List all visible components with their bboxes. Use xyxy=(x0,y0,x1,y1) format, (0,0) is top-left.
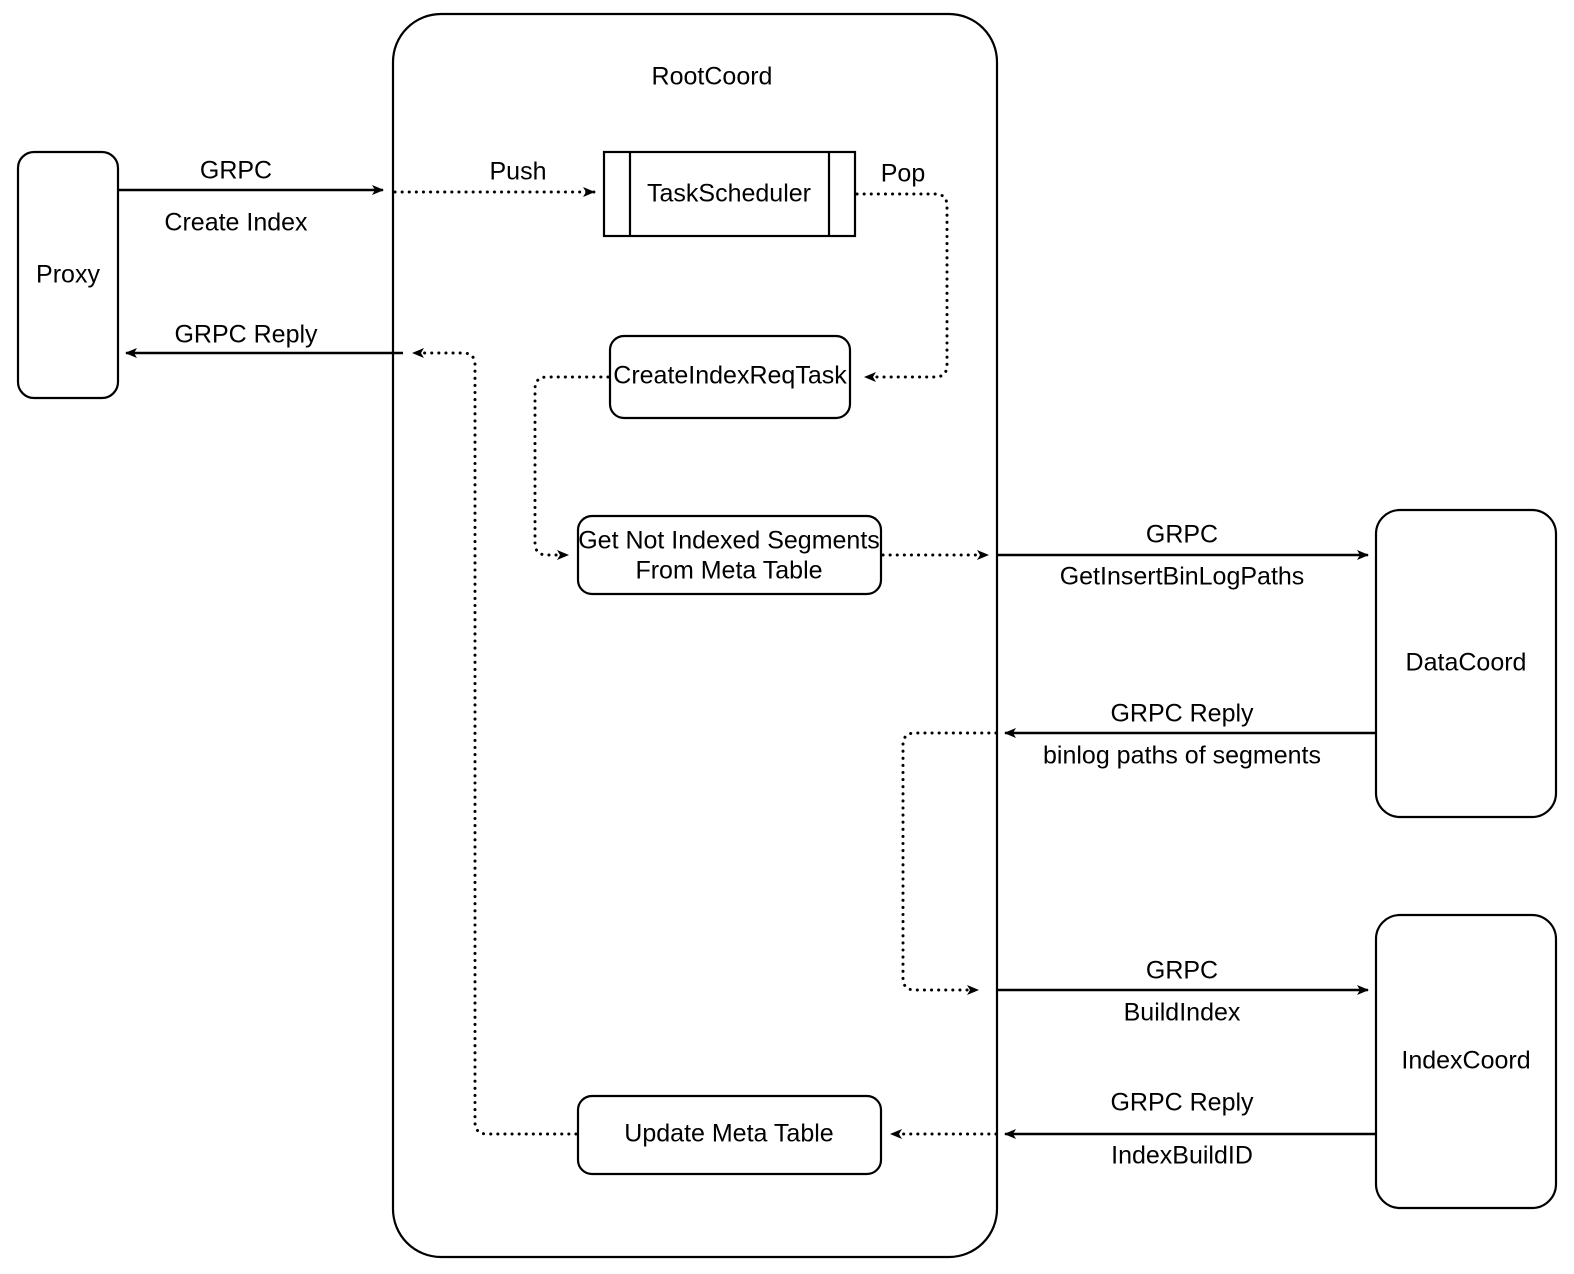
indexcoord-node[interactable]: IndexCoord xyxy=(1374,913,1558,1210)
edge-pop-path xyxy=(855,192,949,382)
task-scheduler-label: TaskScheduler xyxy=(647,180,811,208)
edge-push-to-scheduler[interactable]: Push xyxy=(393,158,596,197)
proxy-label: Proxy xyxy=(36,261,100,289)
edge-binlog-to-buildindex[interactable] xyxy=(901,731,998,995)
edge-rootcoord-to-datacoord[interactable]: GRPC GetInsertBinLogPaths xyxy=(997,521,1369,591)
create-index-req-task-node[interactable]: CreateIndexReqTask xyxy=(608,334,852,420)
update-meta-table-box xyxy=(576,1094,883,1176)
proxy-box xyxy=(16,150,120,400)
edge-task-to-get-segments[interactable] xyxy=(533,375,610,560)
edge-grpc-label-3: GRPC xyxy=(1146,957,1218,985)
edge-grpc-label-1: GRPC xyxy=(200,157,272,185)
edge-grpc-reply-label-3: GRPC Reply xyxy=(1110,1089,1254,1117)
datacoord-node[interactable]: DataCoord xyxy=(1374,508,1558,819)
edge-update-meta-to-grpc-reply-path xyxy=(411,348,578,1136)
get-not-indexed-segments-box xyxy=(576,514,883,596)
proxy-node[interactable]: Proxy xyxy=(16,150,120,400)
create-index-req-task-box xyxy=(608,334,852,420)
get-not-indexed-segments-label-line1: Get Not Indexed Segments xyxy=(578,527,880,555)
get-not-indexed-segments-node[interactable]: Get Not Indexed Segments From Meta Table xyxy=(576,514,883,596)
update-meta-table-label: Update Meta Table xyxy=(624,1120,833,1148)
update-meta-table-node[interactable]: Update Meta Table xyxy=(576,1094,883,1176)
edge-pop-to-create-index-req-task[interactable]: Pop xyxy=(855,160,949,382)
get-not-indexed-segments-label-line2: From Meta Table xyxy=(635,557,822,585)
edge-binlog-to-buildindex-path xyxy=(901,731,998,995)
edge-grpc-reply-label-2: GRPC Reply xyxy=(1110,700,1254,728)
edge-task-to-get-segments-path xyxy=(533,375,610,560)
edge-grpc-reply-label-1: GRPC Reply xyxy=(174,321,318,349)
edge-rootcoord-to-indexcoord[interactable]: GRPC BuildIndex xyxy=(997,957,1369,1027)
task-scheduler-box xyxy=(602,150,857,238)
rootcoord-boundary xyxy=(391,12,999,1259)
edge-proxy-to-rootcoord[interactable]: GRPC Create Index xyxy=(118,157,384,237)
edge-indexcoord-reply[interactable]: GRPC Reply IndexBuildID xyxy=(1004,1089,1376,1170)
datacoord-label: DataCoord xyxy=(1406,649,1527,677)
datacoord-box xyxy=(1374,508,1558,819)
create-index-req-task-label: CreateIndexReqTask xyxy=(613,362,847,390)
edge-pop-label: Pop xyxy=(881,160,925,188)
edge-update-meta-to-grpc-reply[interactable] xyxy=(411,348,578,1136)
task-scheduler-node[interactable]: TaskScheduler xyxy=(602,150,857,238)
edge-rootcoord-to-proxy[interactable]: GRPC Reply xyxy=(125,321,403,358)
edge-grpc-label-2: GRPC xyxy=(1146,521,1218,549)
indexcoord-label: IndexCoord xyxy=(1401,1047,1530,1075)
rootcoord-container[interactable]: RootCoord xyxy=(391,12,999,1259)
rootcoord-label: RootCoord xyxy=(652,63,773,91)
indexcoord-box xyxy=(1374,913,1558,1210)
edge-build-index-label: BuildIndex xyxy=(1124,999,1241,1027)
edge-create-index-label: Create Index xyxy=(164,209,308,237)
edge-push-label: Push xyxy=(490,158,547,186)
edge-datacoord-reply[interactable]: GRPC Reply binlog paths of segments xyxy=(1004,700,1376,770)
edge-get-insert-binlog-paths-label: GetInsertBinLogPaths xyxy=(1060,563,1305,591)
edge-index-build-id-label: IndexBuildID xyxy=(1111,1142,1253,1170)
edge-binlog-paths-label: binlog paths of segments xyxy=(1043,742,1321,770)
